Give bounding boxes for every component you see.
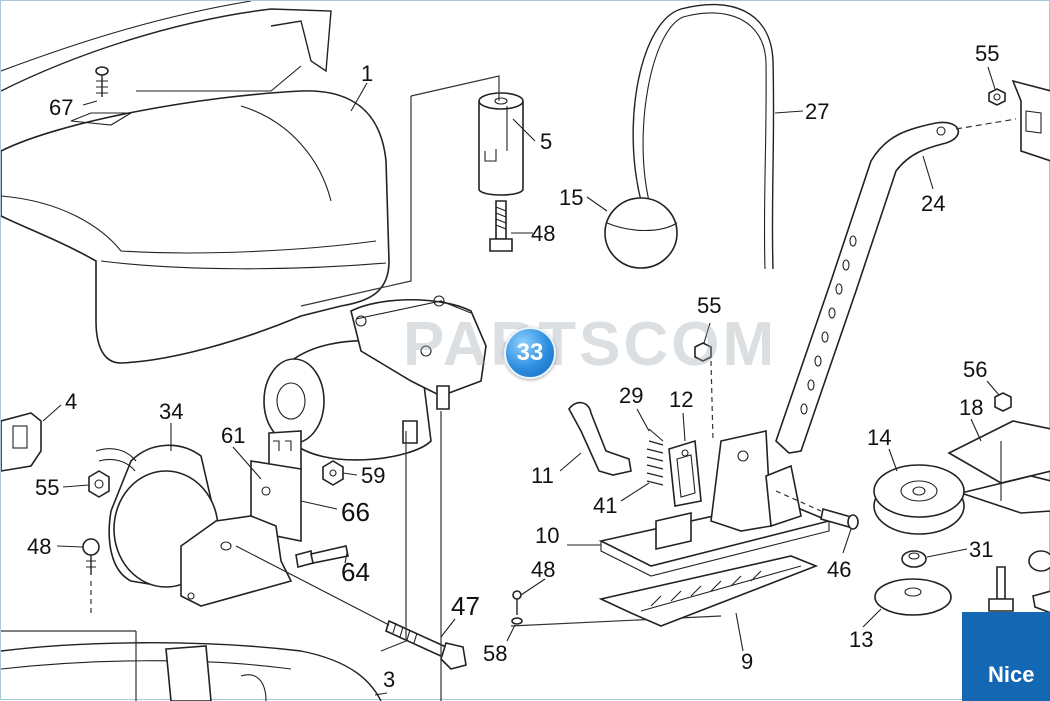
callout-48[interactable]: 48: [27, 534, 51, 559]
part-nut-56[interactable]: [994, 392, 1012, 412]
leader-lines: [42, 66, 1000, 696]
part-screw-67[interactable]: [70, 66, 133, 126]
callout-31[interactable]: 31: [969, 537, 993, 562]
callout-55[interactable]: 55: [975, 41, 999, 66]
callout-labels: 1 67 5 48 15 27 55 24 4 34 61 59 66 55 4…: [27, 41, 999, 692]
watermark-text: PARTSCOM: [403, 310, 778, 379]
part-bracket-top-right[interactable]: [1011, 79, 1050, 162]
callout-27[interactable]: 27: [805, 99, 829, 124]
part-arm-24[interactable]: [775, 118, 1017, 454]
part-motor[interactable]: [263, 295, 487, 472]
callout-56[interactable]: 56: [963, 357, 987, 382]
part-coupling-5[interactable]: [478, 92, 524, 196]
callout-64[interactable]: 64: [341, 557, 370, 587]
callout-59[interactable]: 59: [361, 463, 385, 488]
callout-48[interactable]: 48: [531, 221, 555, 246]
part-screw-46[interactable]: [775, 490, 859, 530]
part-nut-55-mid[interactable]: [694, 342, 714, 442]
part-bearing-31[interactable]: [901, 550, 927, 568]
callout-55[interactable]: 55: [35, 475, 59, 500]
callout-67[interactable]: 67: [49, 95, 73, 120]
part-frame-top: [1, 1, 332, 92]
part-board-10[interactable]: [598, 430, 832, 577]
callout-46[interactable]: 46: [827, 557, 851, 582]
part-track-9[interactable]: [598, 555, 819, 627]
part-washer-58[interactable]: [511, 617, 523, 625]
callout-10[interactable]: 10: [535, 523, 559, 548]
part-bracket-66[interactable]: [180, 515, 293, 607]
part-weight-15[interactable]: [604, 197, 678, 269]
callout-15[interactable]: 15: [559, 185, 583, 210]
callout-4[interactable]: 4: [65, 389, 77, 414]
part-bracket-4[interactable]: [1, 412, 42, 472]
brand-logo: Nice: [962, 612, 1050, 701]
part-screw-48-left[interactable]: [82, 538, 100, 613]
callout-3[interactable]: 3: [383, 667, 395, 692]
callout-24[interactable]: 24: [921, 191, 945, 216]
part-gear-14[interactable]: [873, 464, 965, 535]
part-base-3[interactable]: [1, 642, 382, 701]
callout-41[interactable]: 41: [593, 493, 617, 518]
callout-12[interactable]: 12: [669, 387, 693, 412]
part-cover[interactable]: [1, 90, 390, 364]
part-33-highlight-badge[interactable]: 33: [504, 327, 556, 379]
part-screw-right[interactable]: [988, 550, 1050, 614]
part-slider-12[interactable]: [668, 439, 702, 507]
callout-61[interactable]: 61: [221, 423, 245, 448]
assembly-dashed-outline: [1, 75, 722, 701]
part-nut-55-top[interactable]: [988, 88, 1006, 106]
callout-29[interactable]: 29: [619, 383, 643, 408]
part-nut-55-left[interactable]: [88, 470, 110, 498]
part-cable-27[interactable]: [632, 3, 775, 270]
part-screw-64[interactable]: [295, 545, 349, 568]
part-screw-48-mid[interactable]: [512, 590, 522, 615]
part-nut-59[interactable]: [322, 460, 344, 486]
callout-55[interactable]: 55: [697, 293, 721, 318]
callout-58[interactable]: 58: [483, 641, 507, 666]
part-plate-18[interactable]: [947, 420, 1050, 514]
callout-9[interactable]: 9: [741, 649, 753, 674]
callout-1[interactable]: 1: [361, 61, 373, 86]
part-spring-41[interactable]: [646, 428, 664, 486]
part-washer-13[interactable]: [874, 578, 952, 616]
callout-18[interactable]: 18: [959, 395, 983, 420]
callout-11[interactable]: 11: [531, 463, 554, 488]
callout-34[interactable]: 34: [159, 399, 183, 424]
part-lever-11[interactable]: [568, 401, 632, 476]
callout-14[interactable]: 14: [867, 425, 891, 450]
part-screw-48-top[interactable]: [489, 200, 513, 252]
callout-47[interactable]: 47: [451, 591, 480, 621]
part-bolt-47[interactable]: [235, 545, 467, 670]
callout-5[interactable]: 5: [540, 129, 552, 154]
callout-13[interactable]: 13: [849, 627, 873, 652]
callout-48[interactable]: 48: [531, 557, 555, 582]
callout-66[interactable]: 66: [341, 497, 370, 527]
